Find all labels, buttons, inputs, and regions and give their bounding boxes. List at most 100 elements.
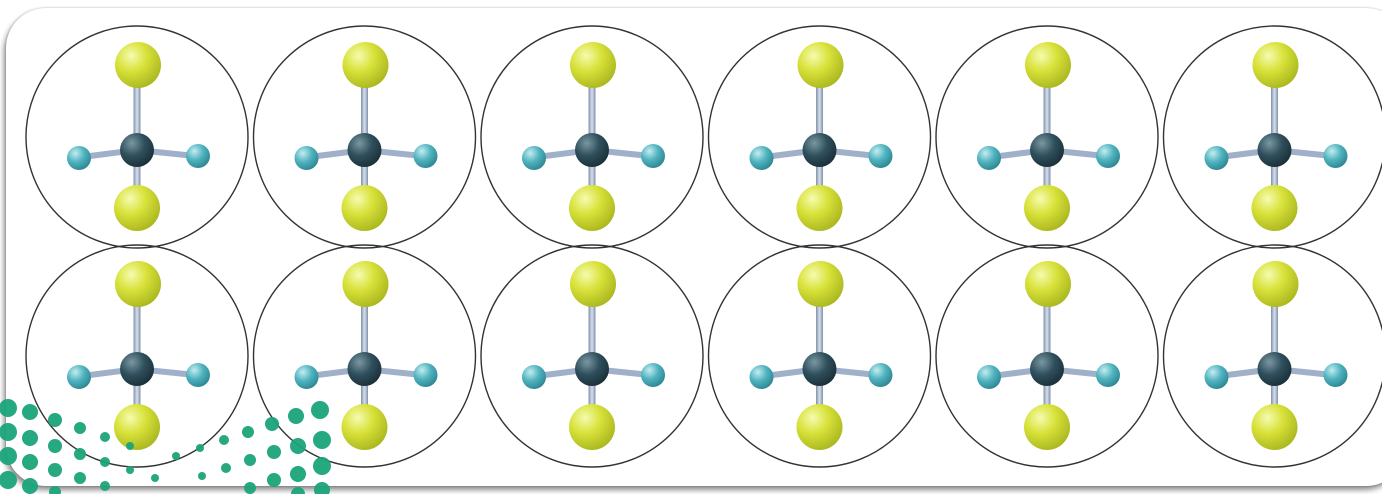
molecule-1-5 [935,25,1159,249]
decorative-dot [74,472,86,484]
axial-atom-top [342,42,389,88]
decorative-dot [48,439,62,453]
equatorial-atom-right [641,363,665,387]
axial-atom-top [1025,42,1071,88]
equatorial-atom-right [868,363,893,387]
axial-atom-top [115,42,161,88]
decorative-dot [313,457,331,475]
central-atom [1030,352,1064,386]
central-atom [347,352,382,386]
equatorial-atom-left [1204,365,1229,389]
axial-atom-top [1252,261,1299,307]
molecule-1-2 [252,25,477,249]
enclosure-circle [707,25,932,249]
decorative-dot [22,404,38,420]
decorative-dot-pattern [0,399,331,494]
decorative-dot [219,435,229,445]
axial-atom-bottom [1251,404,1298,450]
decorative-dot [244,454,256,466]
decorative-dot [0,447,17,465]
enclosure-circle [25,244,249,468]
central-atom [1030,133,1064,167]
molecule-1-3 [480,25,704,249]
molecule-1-4 [707,25,932,249]
enclosure-circle [25,25,249,249]
axial-atom-bottom [1024,404,1070,450]
equatorial-atom-left [1204,146,1229,170]
central-atom [1257,133,1292,167]
decorative-dot [48,463,62,477]
decorative-dot [0,423,17,441]
equatorial-atom-left [67,146,91,170]
equatorial-atom-left [294,146,319,170]
central-atom [1257,352,1292,386]
axial-atom-bottom [796,404,843,450]
decorative-dot [288,408,304,424]
central-atom [575,352,609,386]
central-atom [120,352,154,386]
equatorial-atom-right [186,363,210,387]
axial-atom-bottom [569,404,615,450]
equatorial-atom-left [977,365,1001,389]
decorative-dot [242,426,254,438]
decorative-dot [244,482,256,494]
decorative-dot [22,454,38,470]
decorative-dot [290,466,306,482]
axial-atom-top [342,261,389,307]
decorative-dot [74,422,86,434]
equatorial-atom-left [67,365,91,389]
molecule-2-3 [480,244,704,468]
equatorial-atom-right [1323,144,1348,168]
axial-atom-top [797,261,844,307]
equatorial-atom-left [522,146,546,170]
central-atom [120,133,154,167]
decorative-dot [22,430,38,446]
central-atom [802,352,837,386]
equatorial-atom-right [413,363,438,387]
molecule-1-1 [25,25,249,249]
decorative-dot [198,472,206,480]
equatorial-atom-left [749,146,774,170]
axial-atom-bottom [796,185,843,231]
decorative-dot [267,473,281,487]
equatorial-atom-right [1096,363,1120,387]
equatorial-atom-right [1323,363,1348,387]
molecule-2-6 [1162,244,1382,468]
equatorial-atom-left [977,146,1001,170]
axial-atom-bottom [341,185,388,231]
decorative-dot [49,486,61,494]
axial-atom-top [797,42,844,88]
enclosure-circle [480,244,704,468]
decorative-dot [100,432,110,442]
enclosure-circle [1162,244,1382,468]
decorative-dot [314,482,330,494]
decorative-dot [22,478,38,494]
enclosure-circle [252,244,477,468]
decorative-dot [151,474,159,482]
axial-atom-bottom [114,185,160,231]
enclosure-circle [935,25,1159,249]
molecule-2-4 [707,244,932,468]
equatorial-atom-left [294,365,319,389]
central-atom [347,133,382,167]
axial-atom-top [1025,261,1071,307]
decorative-dot [100,481,110,491]
equatorial-atom-left [522,365,546,389]
axial-atom-top [115,261,161,307]
enclosure-circle [935,244,1159,468]
equatorial-atom-right [1096,144,1120,168]
central-atom [575,133,609,167]
axial-atom-top [570,261,616,307]
equatorial-atom-right [186,144,210,168]
decorative-dot [311,401,329,419]
enclosure-circle [252,25,477,249]
axial-atom-bottom [1251,185,1298,231]
axial-atom-bottom [341,404,388,450]
equatorial-atom-right [868,144,893,168]
axial-atom-top [570,42,616,88]
equatorial-atom-left [749,365,774,389]
molecule-2-1 [25,244,249,468]
axial-atom-bottom [1024,185,1070,231]
